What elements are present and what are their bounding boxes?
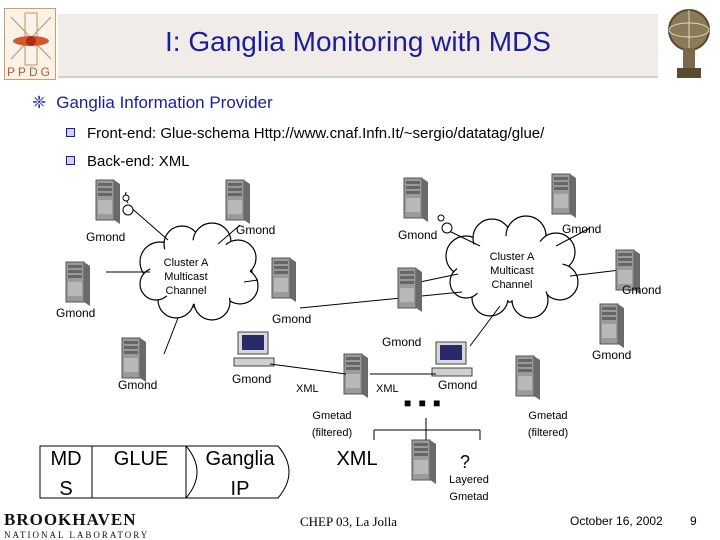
layered-gmetad-server-icon xyxy=(411,439,437,485)
gmond-label: Gmond xyxy=(232,372,272,386)
ppdg-logo-text: PPDG xyxy=(7,65,54,79)
footer-conference: CHEP 03, La Jolla xyxy=(300,514,398,529)
server-icon xyxy=(225,179,251,225)
slide-title: I: Ganglia Monitoring with MDS xyxy=(165,26,551,57)
server-icon xyxy=(95,179,121,225)
atlas-logo xyxy=(662,6,716,82)
gmond-label: Gmond xyxy=(56,306,96,320)
server-icon xyxy=(599,303,625,349)
subbullet-frontend: Front-end: Glue-schema Http://www.cnaf.I… xyxy=(66,125,544,142)
server-icon xyxy=(397,267,423,313)
gmond-label: Gmond xyxy=(398,228,438,242)
gmond-label: Gmond xyxy=(272,312,312,326)
ellipsis-dots: ■ ■ ■ xyxy=(404,396,443,410)
xml-label: XML xyxy=(376,383,399,395)
stack-ganglia-ip: Ganglia IP xyxy=(205,448,275,500)
main-bullet-text: Ganglia Information Provider xyxy=(56,93,273,112)
stack-diagram xyxy=(39,445,392,499)
server-icon xyxy=(121,337,147,383)
gmond-label: Gmond xyxy=(592,348,632,362)
gmond-label: Gmond xyxy=(622,283,662,297)
cluster-label-left: Cluster A Multicast Channel xyxy=(163,257,209,297)
xml-label: XML xyxy=(296,383,319,395)
gmond-label: Gmond xyxy=(438,378,478,392)
server-icon xyxy=(65,261,91,307)
server-icon xyxy=(403,177,429,223)
gmond-label: Gmond xyxy=(86,230,126,244)
cluster-cloud-left xyxy=(139,222,259,321)
stack-xml: XML xyxy=(336,448,378,470)
gmond-label: Gmond xyxy=(562,222,602,236)
server-icon xyxy=(551,173,577,219)
subbullet-backend-text: Back-end: XML xyxy=(87,153,190,170)
gmetad-server-icon xyxy=(343,353,369,399)
stack-glue: GLUE xyxy=(113,448,169,470)
server-icon xyxy=(271,257,297,303)
gmond-label: Gmond xyxy=(118,378,158,392)
square-bullet-icon xyxy=(66,128,75,137)
brookhaven-name: BROOKHAVEN xyxy=(4,510,137,529)
stack-mds: MD S xyxy=(50,448,82,500)
footer-date: October 16, 2002 xyxy=(570,514,663,528)
question-mark: ? xyxy=(460,452,471,472)
slide-number: 9 xyxy=(690,514,697,528)
brookhaven-logo: BROOKHAVEN NATIONAL LABORATORY xyxy=(4,510,176,540)
ppdg-logo-graphic xyxy=(10,12,52,66)
gmetad-label-right: Gmetad (filtered) xyxy=(527,410,569,439)
xml-links xyxy=(269,363,436,375)
gmetad-label-left: Gmetad (filtered) xyxy=(311,410,353,439)
layered-links xyxy=(373,418,481,440)
subbullet-backend: Back-end: XML xyxy=(66,153,190,170)
brookhaven-subtitle: NATIONAL LABORATORY xyxy=(4,530,150,540)
layered-gmetad-label: Layered Gmetad xyxy=(449,474,489,503)
gmond-label: Gmond xyxy=(236,223,276,237)
cluster-label-right: Cluster A Multicast Channel xyxy=(489,251,535,291)
bullet-icon: ❈ xyxy=(32,93,47,112)
main-bullet: ❈ Ganglia Information Provider xyxy=(32,93,273,113)
gmetad-server-icon xyxy=(515,355,541,401)
right-cluster-links xyxy=(299,227,621,347)
left-cluster-links xyxy=(106,191,259,355)
ppdg-logo: PPDG xyxy=(4,8,56,80)
gmond-label: Gmond xyxy=(382,335,422,349)
workstation-icon xyxy=(431,341,473,377)
workstation-icon xyxy=(233,331,275,367)
title-bar xyxy=(58,14,658,78)
subbullet-frontend-text: Front-end: Glue-schema Http://www.cnaf.I… xyxy=(87,125,545,142)
square-bullet-icon xyxy=(66,156,75,165)
